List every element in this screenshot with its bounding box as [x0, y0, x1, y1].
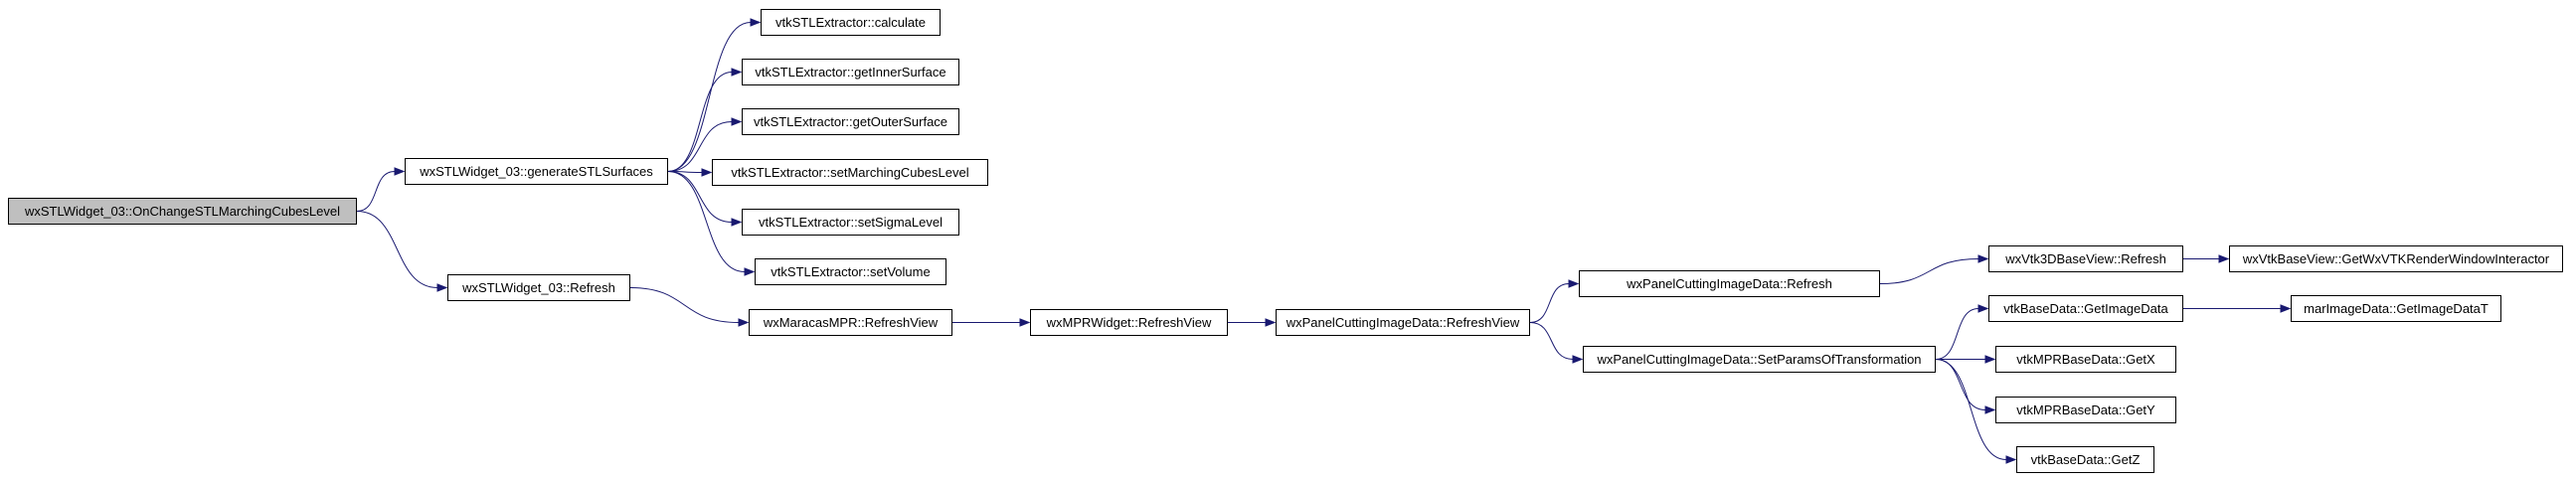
- arrowhead: [738, 318, 750, 327]
- arrowhead: [1019, 318, 1031, 327]
- arrowhead: [750, 18, 762, 27]
- node-stlextractor-set-marching-cubes-level[interactable]: vtkSTLExtractor::setMarchingCubesLevel: [712, 159, 988, 186]
- call-edge: [356, 211, 438, 288]
- node-mpr-base-data-get-x[interactable]: vtkMPRBaseData::GetX: [1995, 346, 2176, 373]
- node-vtk3d-base-view-refresh[interactable]: wxVtk3DBaseView::Refresh: [1988, 245, 2183, 272]
- node-get-wx-vtk-render-window-interactor[interactable]: wxVtkBaseView::GetWxVTKRenderWindowInter…: [2229, 245, 2563, 272]
- arrowhead: [701, 168, 713, 177]
- arrowhead: [1572, 355, 1584, 364]
- arrowhead: [1265, 318, 1277, 327]
- call-edge: [1935, 359, 2007, 460]
- call-edge: [629, 287, 740, 323]
- arrowhead: [394, 167, 406, 176]
- arrowhead: [1977, 304, 1989, 313]
- node-mpr-widget-refresh-view[interactable]: wxMPRWidget::RefreshView: [1030, 309, 1228, 336]
- node-base-data-get-image-data[interactable]: vtkBaseData::GetImageData: [1988, 295, 2183, 322]
- arrowhead: [1977, 254, 1989, 263]
- node-stlextractor-get-outer-surface[interactable]: vtkSTLExtractor::getOuterSurface: [742, 108, 959, 135]
- node-stlextractor-set-volume[interactable]: vtkSTLExtractor::setVolume: [755, 258, 946, 285]
- node-panel-cutting-refresh[interactable]: wxPanelCuttingImageData::Refresh: [1579, 270, 1880, 297]
- node-base-data-get-z[interactable]: vtkBaseData::GetZ: [2016, 446, 2154, 473]
- arrowhead: [731, 68, 743, 77]
- call-edge: [1879, 258, 1979, 284]
- node-mar-image-data-get-image-data-t[interactable]: marImageData::GetImageDataT: [2291, 295, 2501, 322]
- node-onchange-stl-marching-cubes-level: wxSTLWidget_03::OnChangeSTLMarchingCubes…: [8, 198, 357, 225]
- arrowhead: [2218, 254, 2230, 263]
- arrowhead: [1984, 355, 1996, 364]
- call-edge: [1529, 283, 1570, 323]
- node-stlextractor-calculate[interactable]: vtkSTLExtractor::calculate: [761, 9, 941, 36]
- call-edge: [1935, 308, 1979, 360]
- node-panel-cutting-refresh-view[interactable]: wxPanelCuttingImageData::RefreshView: [1276, 309, 1530, 336]
- call-edge: [667, 72, 733, 172]
- node-stlwidget-refresh[interactable]: wxSTLWidget_03::Refresh: [447, 274, 630, 301]
- arrowhead: [1568, 279, 1580, 288]
- node-stlextractor-get-inner-surface[interactable]: vtkSTLExtractor::getInnerSurface: [742, 59, 959, 85]
- node-stlextractor-set-sigma-level[interactable]: vtkSTLExtractor::setSigmaLevel: [742, 209, 959, 236]
- node-maracas-mpr-refresh-view[interactable]: wxMaracasMPR::RefreshView: [749, 309, 952, 336]
- call-edge: [356, 171, 396, 212]
- node-panel-cutting-set-params-of-transformation[interactable]: wxPanelCuttingImageData::SetParamsOfTran…: [1583, 346, 1936, 373]
- arrowhead: [744, 267, 756, 276]
- node-mpr-base-data-get-y[interactable]: vtkMPRBaseData::GetY: [1995, 397, 2176, 423]
- arrowhead: [2280, 304, 2292, 313]
- arrowhead: [2005, 455, 2017, 464]
- call-edge: [1935, 359, 1986, 410]
- arrowhead: [731, 218, 743, 227]
- call-edge: [1529, 322, 1574, 360]
- node-generate-stl-surfaces[interactable]: wxSTLWidget_03::generateSTLSurfaces: [405, 158, 668, 185]
- call-edge: [667, 121, 733, 172]
- call-edge: [667, 171, 746, 272]
- arrowhead: [436, 283, 448, 292]
- call-edge: [667, 22, 752, 172]
- arrowhead: [731, 117, 743, 126]
- arrowhead: [1984, 405, 1996, 414]
